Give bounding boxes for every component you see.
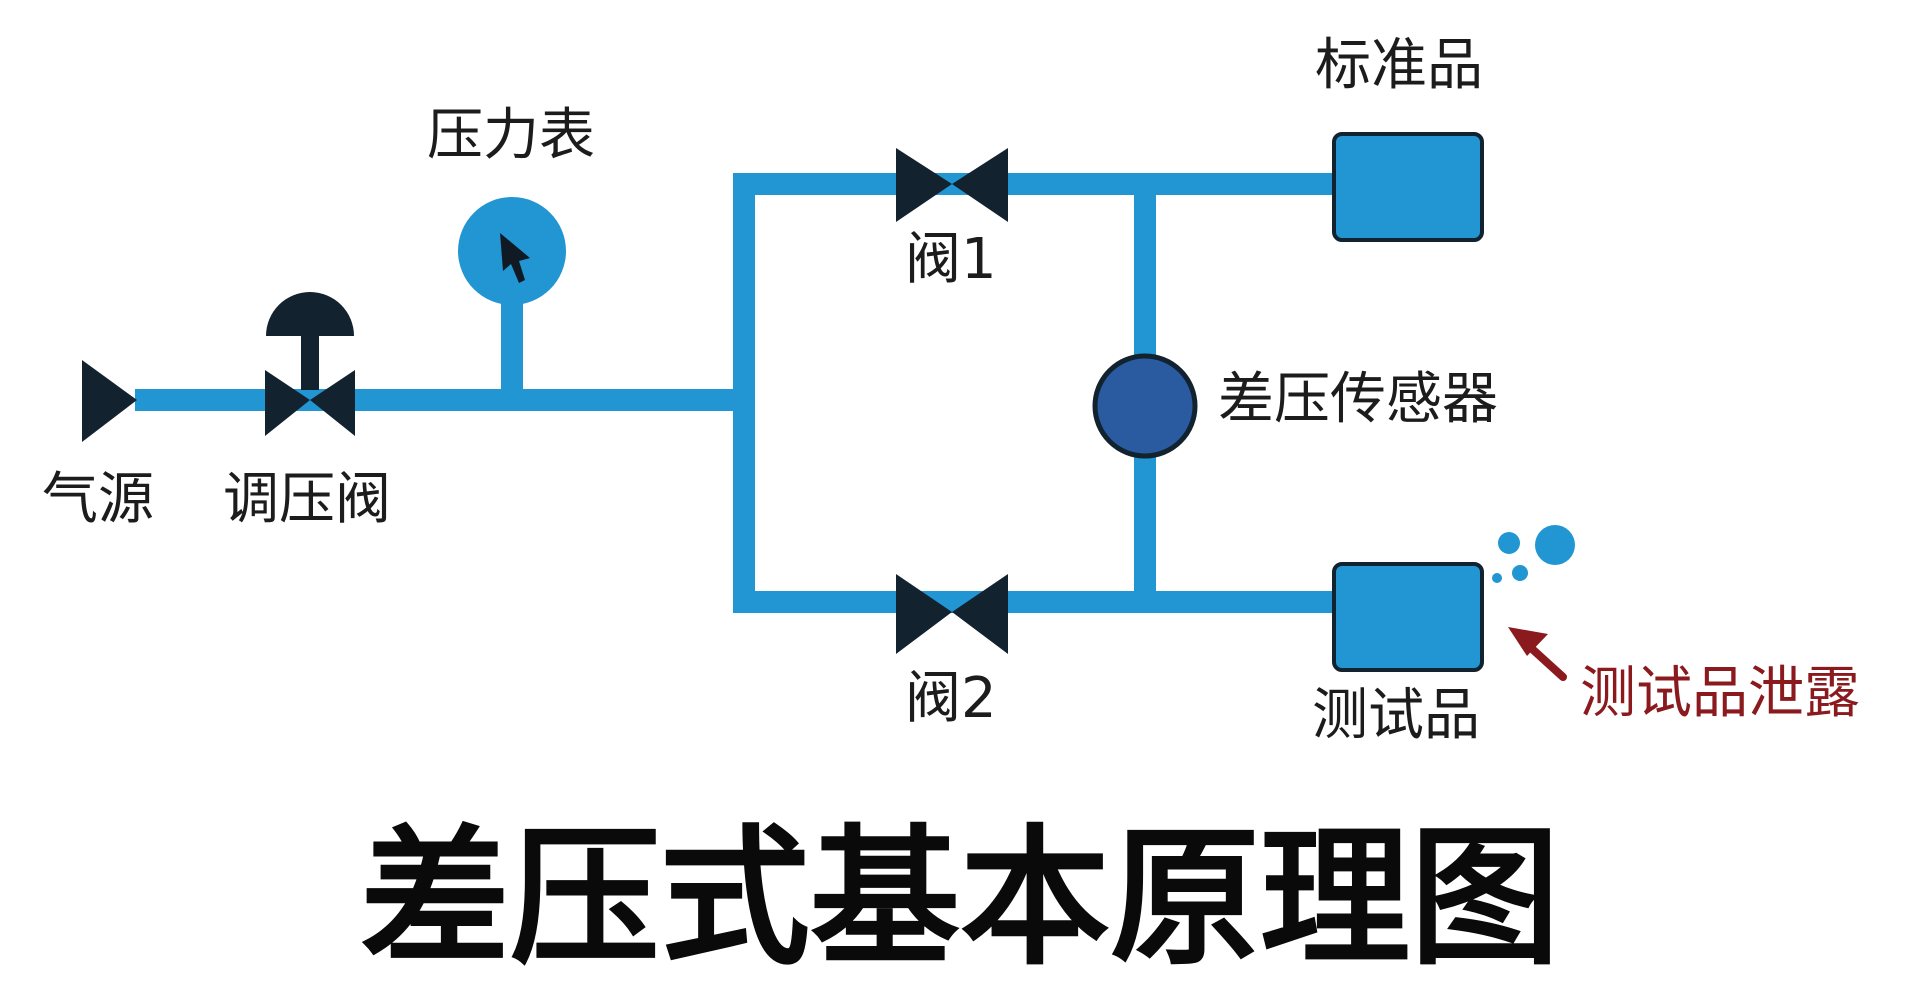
valve-1-icon (896, 148, 1008, 222)
differential-pressure-sensor-icon (1092, 353, 1198, 459)
air-source-icon (82, 360, 137, 442)
label-pressure-gauge: 压力表 (427, 103, 595, 168)
label-air-source: 气源 (42, 467, 154, 532)
label-valve-2: 阀2 (905, 666, 997, 731)
standard-container-icon (1332, 132, 1484, 242)
leak-arrow-icon (1508, 627, 1567, 681)
valve-2-icon (896, 574, 1008, 654)
label-sensor: 差压传感器 (1218, 367, 1498, 432)
label-test-item: 测试品 (1312, 683, 1480, 748)
label-standard: 标准品 (1315, 33, 1483, 98)
label-leak: 测试品泄露 (1580, 661, 1860, 726)
label-valve-1: 阀1 (905, 227, 997, 292)
regulator-valve-icon (265, 292, 355, 436)
diagram-title: 差压式基本原理图 (360, 812, 1560, 986)
label-regulator: 调压阀 (223, 467, 391, 532)
pressure-gauge-icon (458, 197, 566, 305)
leak-bubbles-icon (1492, 525, 1575, 583)
test-container-icon (1332, 562, 1484, 672)
